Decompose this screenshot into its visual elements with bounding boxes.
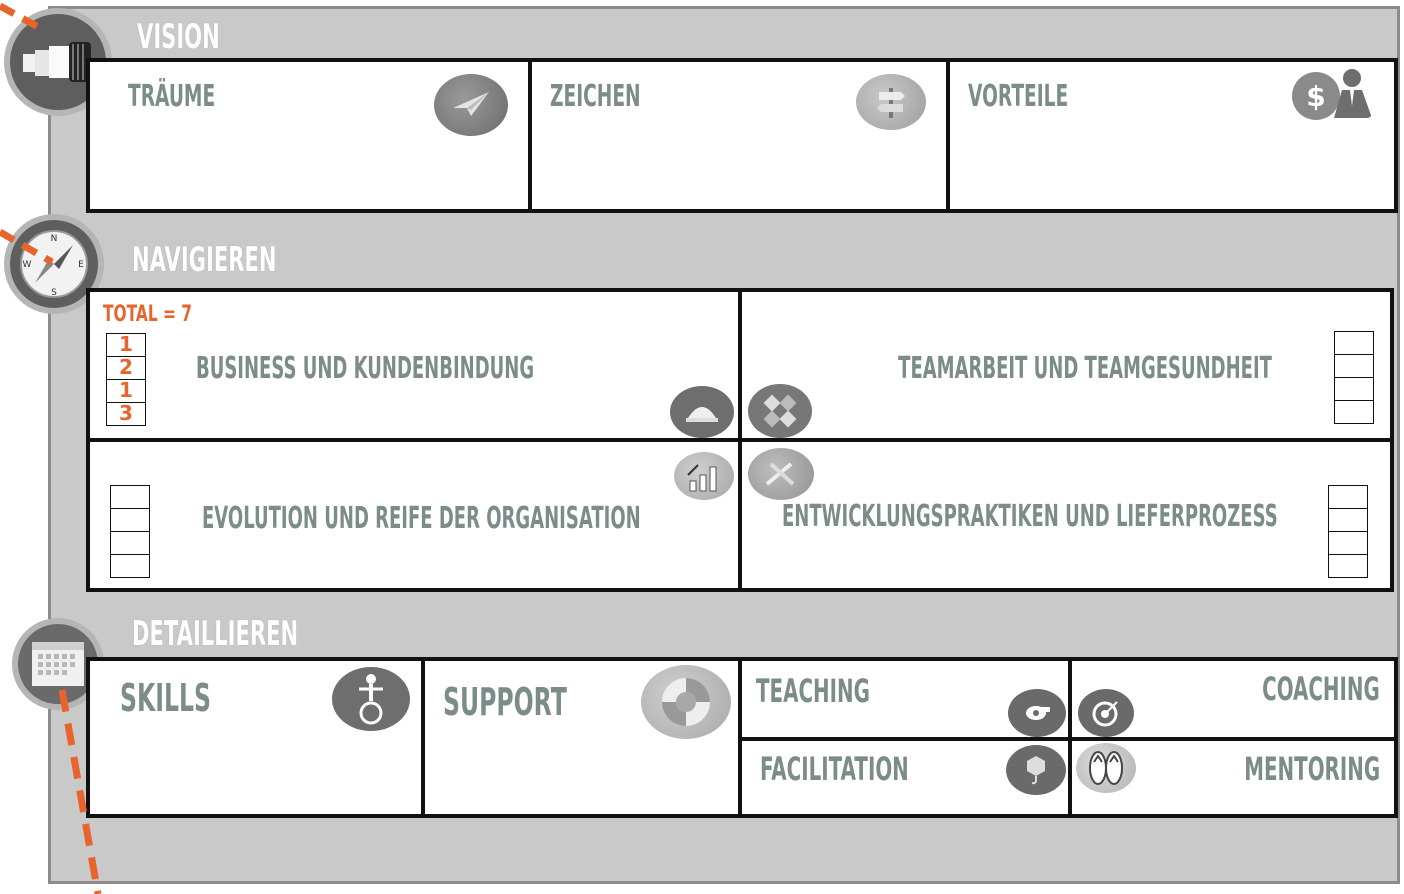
vision-title: VISION: [137, 17, 220, 57]
signpost-icon: [856, 74, 926, 130]
coaching-box[interactable]: COACHING: [1068, 657, 1398, 741]
target-icon: [1078, 689, 1134, 737]
unicycle-icon: [332, 667, 410, 731]
score-cell[interactable]: [1328, 554, 1368, 578]
teaching-label: TEACHING: [756, 672, 870, 710]
entwicklung-box[interactable]: ENTWICKLUNGSPRAKTIKEN UND LIEFERPROZESS: [738, 438, 1394, 592]
business-label: BUSINESS UND KUNDENBINDUNG: [196, 351, 535, 386]
paper-plane-icon: [434, 74, 508, 136]
score-cell[interactable]: 1: [106, 379, 146, 403]
support-label: SUPPORT: [443, 680, 567, 724]
score-cell[interactable]: [1328, 508, 1368, 532]
teamarbeit-label: TEAMARBEIT UND TEAMGESUNDHEIT: [898, 351, 1272, 386]
coaching-label: COACHING: [1262, 670, 1380, 708]
score-cell[interactable]: [1328, 531, 1368, 555]
zeichen-label: ZEICHEN: [550, 79, 641, 114]
evolution-label: EVOLUTION UND REIFE DER ORGANISATION: [202, 501, 641, 536]
facilitation-label: FACILITATION: [760, 750, 909, 788]
score-cell[interactable]: 1: [106, 333, 146, 357]
svg-text:E: E: [78, 260, 84, 270]
vorteile-label: VORTEILE: [968, 79, 1069, 114]
score-column-teamarbeit: [1334, 331, 1374, 424]
teaching-box[interactable]: TEACHING: [738, 657, 1072, 741]
score-cell[interactable]: [1334, 400, 1374, 424]
svg-text:$: $: [1306, 80, 1325, 113]
skills-label: SKILLS: [120, 676, 211, 720]
business-box[interactable]: BUSINESS UND KUNDENBINDUNG: [86, 288, 742, 442]
score-total: TOTAL = 7: [103, 302, 192, 327]
mentoring-label: MENTORING: [1244, 750, 1380, 788]
facilitation-box[interactable]: FACILITATION: [738, 737, 1072, 818]
whistle-icon: [1008, 689, 1066, 737]
navigieren-title: NAVIGIEREN: [132, 240, 277, 280]
calendar-icon: [32, 642, 84, 686]
score-cell[interactable]: [1334, 354, 1374, 378]
compass-icon: N S W E: [20, 230, 88, 298]
entwicklung-label: ENTWICKLUNGSPRAKTIKEN UND LIEFERPROZESS: [782, 499, 1278, 534]
skills-box[interactable]: SKILLS: [86, 657, 425, 818]
teamarbeit-box[interactable]: TEAMARBEIT UND TEAMGESUNDHEIT: [738, 288, 1394, 442]
lifebuoy-icon: [641, 665, 731, 739]
service-bell-icon: [670, 386, 734, 438]
mentoring-box[interactable]: MENTORING: [1068, 737, 1398, 818]
svg-text:W: W: [23, 260, 32, 270]
money-person-icon: $: [1290, 66, 1382, 122]
navigieren-badge: N S W E: [10, 220, 98, 308]
vorteile-box[interactable]: VORTEILE $: [946, 58, 1398, 213]
score-cell[interactable]: [110, 485, 150, 509]
flip-flops-icon: [1076, 743, 1136, 793]
traeume-label: TRÄUME: [128, 79, 216, 114]
zeichen-box[interactable]: ZEICHEN: [528, 58, 950, 213]
score-cell[interactable]: 2: [106, 356, 146, 380]
score-cell[interactable]: 3: [106, 402, 146, 426]
score-cell[interactable]: [110, 508, 150, 532]
puzzle-icon: [748, 384, 812, 438]
growth-chart-icon: [674, 452, 734, 500]
score-column-entwicklung: [1328, 485, 1368, 578]
svg-text:S: S: [51, 288, 57, 298]
svg-text:N: N: [51, 234, 58, 244]
detaillieren-title: DETAILLIEREN: [132, 614, 299, 654]
binoculars-icon: [23, 42, 91, 82]
score-cell[interactable]: [110, 554, 150, 578]
tools-icon: [748, 448, 814, 500]
score-column-evolution: [110, 485, 150, 578]
score-cell[interactable]: [1328, 485, 1368, 509]
traeume-box[interactable]: TRÄUME: [86, 58, 532, 213]
score-cell[interactable]: [1334, 377, 1374, 401]
evolution-box[interactable]: EVOLUTION UND REIFE DER ORGANISATION: [86, 438, 742, 592]
score-cell[interactable]: [110, 531, 150, 555]
crane-hook-icon: [1006, 745, 1066, 795]
score-column-business: 1 2 1 3: [106, 333, 146, 426]
score-cell[interactable]: [1334, 331, 1374, 355]
support-box[interactable]: SUPPORT: [421, 657, 742, 818]
